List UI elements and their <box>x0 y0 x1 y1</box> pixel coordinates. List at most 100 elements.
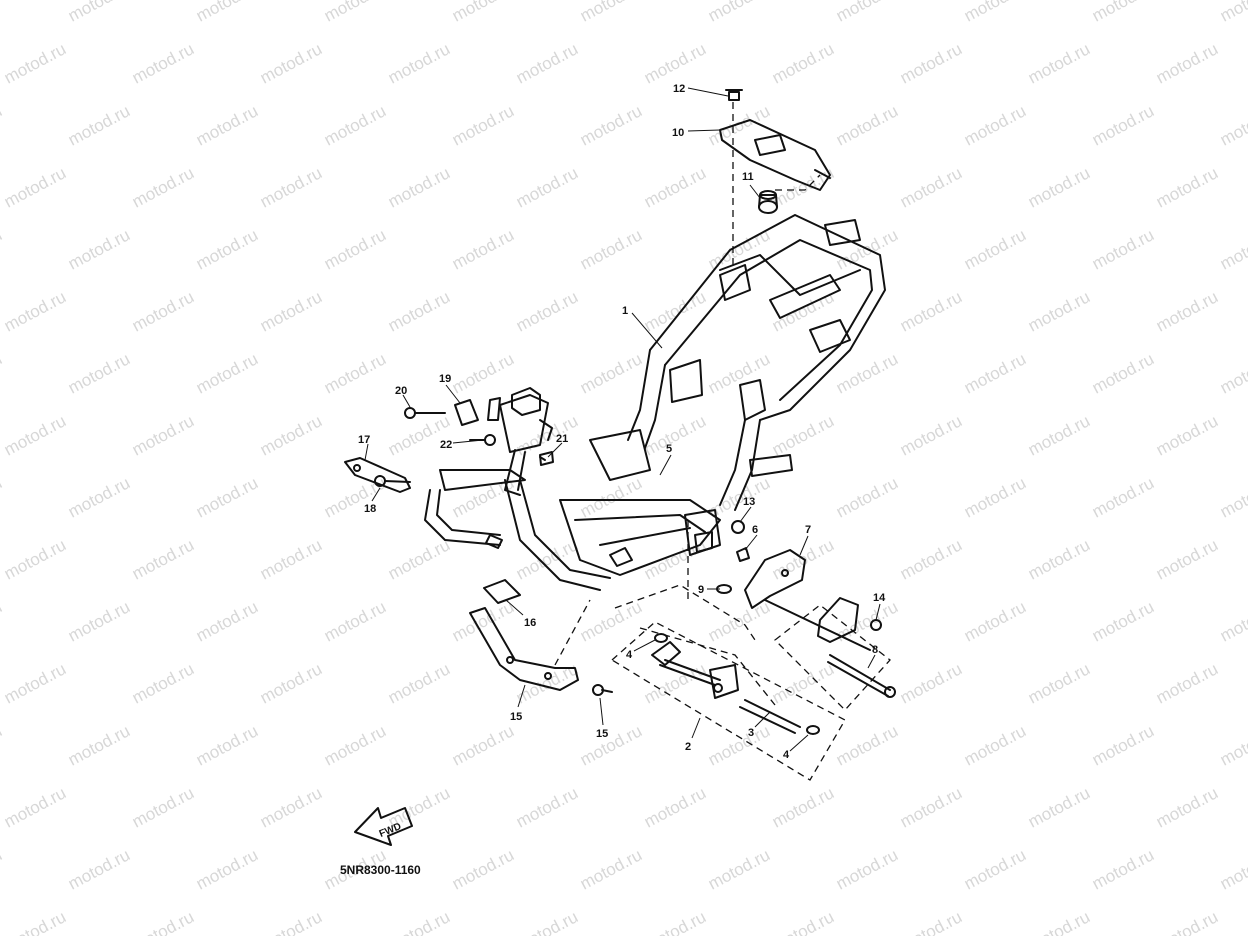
watermark-text: motod.ru <box>1 39 69 87</box>
watermark-text: motod.ru <box>897 535 965 583</box>
watermark-text: motod.ru <box>1 783 69 831</box>
callout-21: 20 <box>395 385 407 397</box>
watermark-text: motod.ru <box>65 101 133 149</box>
watermark-text: motod.ru <box>641 783 709 831</box>
watermark-text: motod.ru <box>1089 473 1157 521</box>
watermark-text: motod.ru <box>257 535 325 583</box>
watermark-text: motod.ru <box>65 225 133 273</box>
watermark-text: motod.ru <box>577 101 645 149</box>
callout-19: 18 <box>364 503 376 515</box>
watermark-text: motod.ru <box>385 163 453 211</box>
watermark-text: motod.ru <box>897 907 965 936</box>
watermark-text: motod.ru <box>769 783 837 831</box>
watermark-text: motod.ru <box>257 163 325 211</box>
watermark-text: motod.ru <box>1 163 69 211</box>
callout-17: 16 <box>524 617 536 629</box>
watermark-text: motod.ru <box>641 907 709 936</box>
watermark-text: motod.ru <box>1153 907 1221 936</box>
watermark-text: motod.ru <box>769 659 837 707</box>
watermark-text: motod.ru <box>641 287 709 335</box>
watermark-text: motod.ru <box>641 163 709 211</box>
watermark-text: motod.ru <box>129 411 197 459</box>
watermark-text: motod.ru <box>577 0 645 26</box>
watermark-text: motod.ru <box>1153 783 1221 831</box>
watermark-text: motod.ru <box>321 349 389 397</box>
watermark-text: motod.ru <box>577 349 645 397</box>
lower-guide-line <box>554 599 591 666</box>
watermark-text: motod.ru <box>577 721 645 769</box>
watermark-text: motod.ru <box>897 659 965 707</box>
top-bolt <box>725 89 743 101</box>
callout-labels: 12 10 11 1 5 13 6 7 9 14 8 4 2 3 4 15 15… <box>358 83 886 761</box>
callout-1: 1 <box>622 305 628 317</box>
rubber-pad <box>483 579 521 604</box>
watermark-text: motod.ru <box>129 287 197 335</box>
leader-lines <box>364 87 881 752</box>
watermark-text: motod.ru <box>1217 473 1248 521</box>
stand-group-outline <box>610 621 846 781</box>
watermark-text: motod.ru <box>961 349 1029 397</box>
watermark-text: motod.ru <box>897 163 965 211</box>
watermark-text: motod.ru <box>705 721 773 769</box>
watermark-text: motod.ru <box>321 721 389 769</box>
watermark-text: motod.ru <box>1025 535 1093 583</box>
watermark-text: motod.ru <box>897 783 965 831</box>
watermark-text: motod.ru <box>1217 225 1248 273</box>
watermark-text: motod.ru <box>961 721 1029 769</box>
watermark-text: motod.ru <box>769 907 837 936</box>
callout-2: 2 <box>685 741 691 753</box>
watermark-text: motod.ru <box>385 659 453 707</box>
watermark-text: motod.ru <box>129 659 197 707</box>
watermark-text: motod.ru <box>449 845 517 893</box>
watermark-text: motod.ru <box>1089 845 1157 893</box>
watermark-text: motod.ru <box>0 845 5 893</box>
watermark-text: motod.ru <box>1153 411 1221 459</box>
watermark-text: motod.ru <box>961 0 1029 26</box>
watermark-text: motod.ru <box>705 845 773 893</box>
watermark-text: motod.ru <box>0 473 5 521</box>
callout-4b: 4 <box>783 749 790 761</box>
watermark-text: motod.ru <box>1089 349 1157 397</box>
watermark-text: motod.ru <box>385 411 453 459</box>
rubber-damper <box>758 190 778 214</box>
watermark-text: motod.ru <box>897 411 965 459</box>
callout-7: 7 <box>805 524 811 536</box>
damper-guide-line <box>775 174 821 191</box>
fwd-label: FWD <box>378 821 403 840</box>
watermark-text: motod.ru <box>193 721 261 769</box>
watermark-text: motod.ru <box>129 163 197 211</box>
watermark-text: motod.ru <box>1 659 69 707</box>
watermark-text: motod.ru <box>449 0 517 26</box>
watermark-text: motod.ru <box>1089 597 1157 645</box>
watermark-text: motod.ru <box>0 225 5 273</box>
watermark-text: motod.ru <box>449 721 517 769</box>
stand-linkage <box>651 633 739 699</box>
watermark-text: motod.ru <box>193 349 261 397</box>
watermark-text: motod.ru <box>449 225 517 273</box>
stand-shaft <box>739 699 820 735</box>
watermark-text: motod.ru <box>449 101 517 149</box>
watermark-text: motod.ru <box>833 0 901 26</box>
watermark-text: motod.ru <box>321 225 389 273</box>
callout-20: 19 <box>439 373 451 385</box>
watermark-text: motod.ru <box>961 225 1029 273</box>
watermark-text: motod.ru <box>641 411 709 459</box>
watermark-text: motod.ru <box>193 597 261 645</box>
watermark-text: motod.ru <box>769 39 837 87</box>
watermark-text: motod.ru <box>385 907 453 936</box>
callout-5: 5 <box>666 443 672 455</box>
watermark-text: motod.ru <box>0 101 5 149</box>
watermark-text: motod.ru <box>0 349 5 397</box>
left-footrest-bracket <box>344 457 411 493</box>
watermark-text: motod.ru <box>65 845 133 893</box>
watermark-text: motod.ru <box>65 349 133 397</box>
watermark-text: motod.ru <box>1153 163 1221 211</box>
watermark-text: motod.ru <box>1025 287 1093 335</box>
watermark-text: motod.ru <box>0 721 5 769</box>
watermark-text: motod.ru <box>257 659 325 707</box>
watermark-text: motod.ru <box>193 473 261 521</box>
watermark-text: motod.ru <box>1153 287 1221 335</box>
watermark-text: motod.ru <box>513 907 581 936</box>
callout-14: 12 <box>673 83 685 95</box>
callout-13: 11 <box>742 171 754 183</box>
